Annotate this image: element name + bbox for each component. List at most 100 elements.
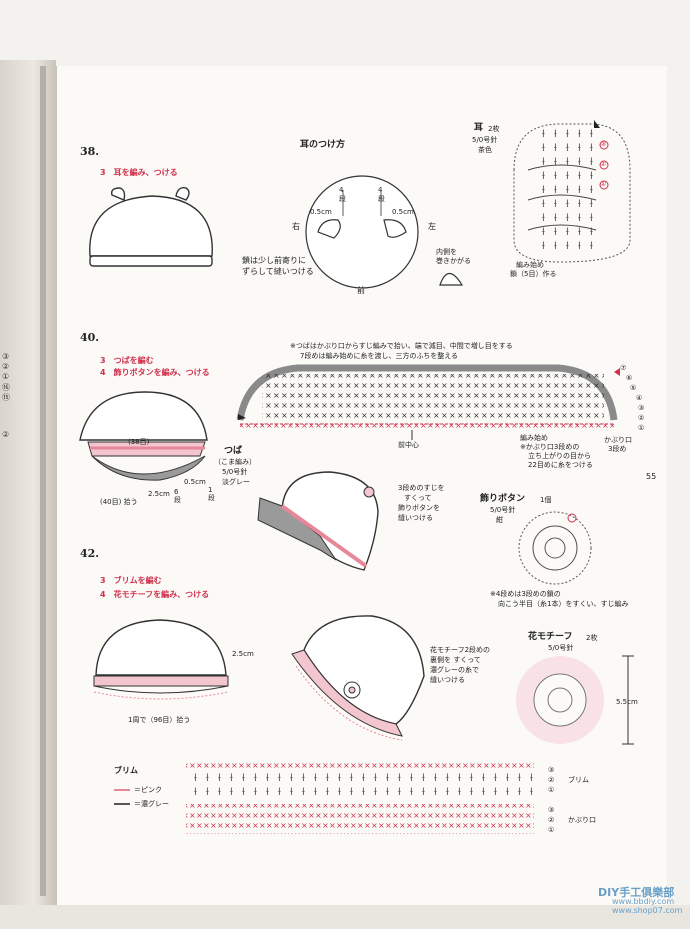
step-heading: 4 花モチーフを編み、つける [100, 590, 210, 599]
label-left: 左 [428, 222, 436, 231]
flower-note: 裏側を すくって [430, 656, 481, 664]
brim-row: ② [548, 776, 555, 784]
ear-start: 編み始め [516, 261, 544, 269]
brim-start: 編み始め [520, 434, 548, 442]
button-note: すくって [404, 494, 432, 502]
page-number: 55 [646, 472, 657, 481]
brim-start-note: 立ち上がりの目から [528, 452, 591, 460]
step-heading: 4 飾りボタンを編み、つける [100, 368, 210, 377]
distance-right: 0.5cm [392, 208, 414, 216]
tsuba-title: つば [224, 446, 243, 456]
brim-row: ① [638, 424, 645, 432]
beret-diagram [79, 391, 208, 481]
brim-row: ⑥ [626, 374, 633, 382]
flower-motif [516, 655, 634, 745]
deco-note: ※4段めは3段めの鎖の [490, 590, 561, 598]
margin-mark: ① [2, 372, 10, 381]
deco-note: 向こう半目（糸1本）をすくい、すじ編み [498, 600, 629, 608]
ear-row: ③ [600, 140, 607, 148]
ear-start: 鎖（5目）作る [510, 270, 557, 278]
hat-with-ears [89, 186, 213, 267]
deco-needle: 5/0号針 [490, 506, 516, 514]
margin-mark: ⑮ [2, 393, 10, 402]
distance: 2.5cm [148, 490, 170, 498]
kaburi-label: 3段め [608, 445, 627, 453]
margin-mark: ③ [2, 352, 10, 361]
book-spine [0, 60, 56, 920]
ear-chart [513, 120, 631, 263]
tsuba-sub: （こま編み） [214, 458, 256, 466]
ear-needle: 5/0号針 [472, 136, 498, 144]
brim-row: ② [638, 414, 645, 422]
kaburi-row-label: かぶり口 [568, 816, 596, 824]
section-number: 40. [80, 331, 100, 344]
attach-title: 耳のつけ方 [300, 140, 346, 150]
bonnet-brim-chart [114, 760, 534, 834]
step-heading: 3 ブリムを編む [100, 576, 162, 585]
flower-note: 濃グレーの糸で [430, 666, 479, 674]
dan-unit: 段 [378, 195, 385, 203]
watermark-url: www.bbdiy.com [612, 897, 675, 906]
margin-mark: ② [2, 430, 10, 439]
watermark-logo: DIY手工俱樂部 [598, 886, 675, 899]
brim-row-label: ブリム [568, 776, 589, 784]
bonnet-diagram [93, 619, 229, 700]
deco-title: 飾りボタン [480, 494, 526, 504]
brim-label: ブリム [114, 766, 138, 775]
label-front: 前 [357, 286, 365, 295]
brim-note: ※つばはかぶり口からすじ編みで拾い、端で減目、中間で増し目をする [290, 342, 513, 350]
note-shift: 鎖は少し前寄りに [242, 256, 306, 265]
brim-row: ④ [636, 394, 643, 402]
brim-chart [236, 364, 620, 440]
front-center: 前中心 [398, 441, 419, 449]
tsuba-needle: 5/0号針 [222, 468, 248, 476]
flower-needle: 5/0号針 [548, 644, 574, 652]
step-heading: 3 耳を編み、つける [100, 168, 178, 177]
brim-start-note: 22目めに糸をつける [528, 461, 593, 469]
button-note: 飾りボタンを [398, 504, 440, 512]
note-inner: 巻きかがる [436, 257, 471, 265]
tsuba-color: 淡グレー [222, 478, 250, 486]
dan-unit: 段 [339, 195, 346, 203]
margin-mark: ⑯ [2, 383, 10, 392]
dan-label: 4 [339, 186, 344, 194]
label-right: 右 [292, 222, 300, 231]
flower-qty: 2枚 [586, 634, 598, 642]
pick-count: 1周で（96目）拾う [128, 716, 191, 724]
kaburi-label: かぶり口 [604, 436, 632, 444]
spine-edge [40, 66, 46, 896]
flower-note: 花モチーフ2段めの [430, 646, 491, 654]
section-number: 38. [80, 145, 100, 158]
ear-color: 茶色 [478, 146, 492, 154]
ear-qty: 2枚 [488, 125, 500, 133]
section-number: 42. [80, 547, 100, 560]
dan-unit: 段 [174, 496, 181, 504]
dan-label: 4 [378, 186, 383, 194]
ear-title: 耳 [474, 123, 484, 133]
distance: 0.5cm [184, 478, 206, 486]
note-shift: ずらして縫いつける [242, 267, 314, 276]
kaburi-row: ① [548, 826, 555, 834]
dan-unit: 段 [208, 494, 215, 502]
legend-gray: ＝濃グレー [134, 800, 169, 808]
flower-note: 縫いつける [430, 676, 465, 684]
brim-row: ⑤ [630, 384, 637, 392]
bottom-strip [0, 905, 690, 929]
stitch-count: (40目) 拾う [100, 498, 138, 506]
margin-mark: ② [2, 362, 10, 371]
watermark-url: www.shop07.com [612, 906, 683, 915]
bonnet-side-flower [291, 615, 425, 741]
beret-side-button [257, 471, 379, 571]
dan-label: 1 [208, 486, 213, 494]
brim-row: ⑦ [620, 364, 627, 372]
stitch-count: (38目) [128, 438, 150, 446]
distance-left: 0.5cm [310, 208, 332, 216]
brim-row: ③ [638, 404, 645, 412]
kaburi-row: ② [548, 816, 555, 824]
step-heading: 3 つばを編む [100, 356, 154, 365]
button-note: 3段めのすじを [398, 484, 445, 492]
flower-title: 花モチーフ [528, 632, 573, 642]
deco-button-chart [518, 511, 592, 585]
